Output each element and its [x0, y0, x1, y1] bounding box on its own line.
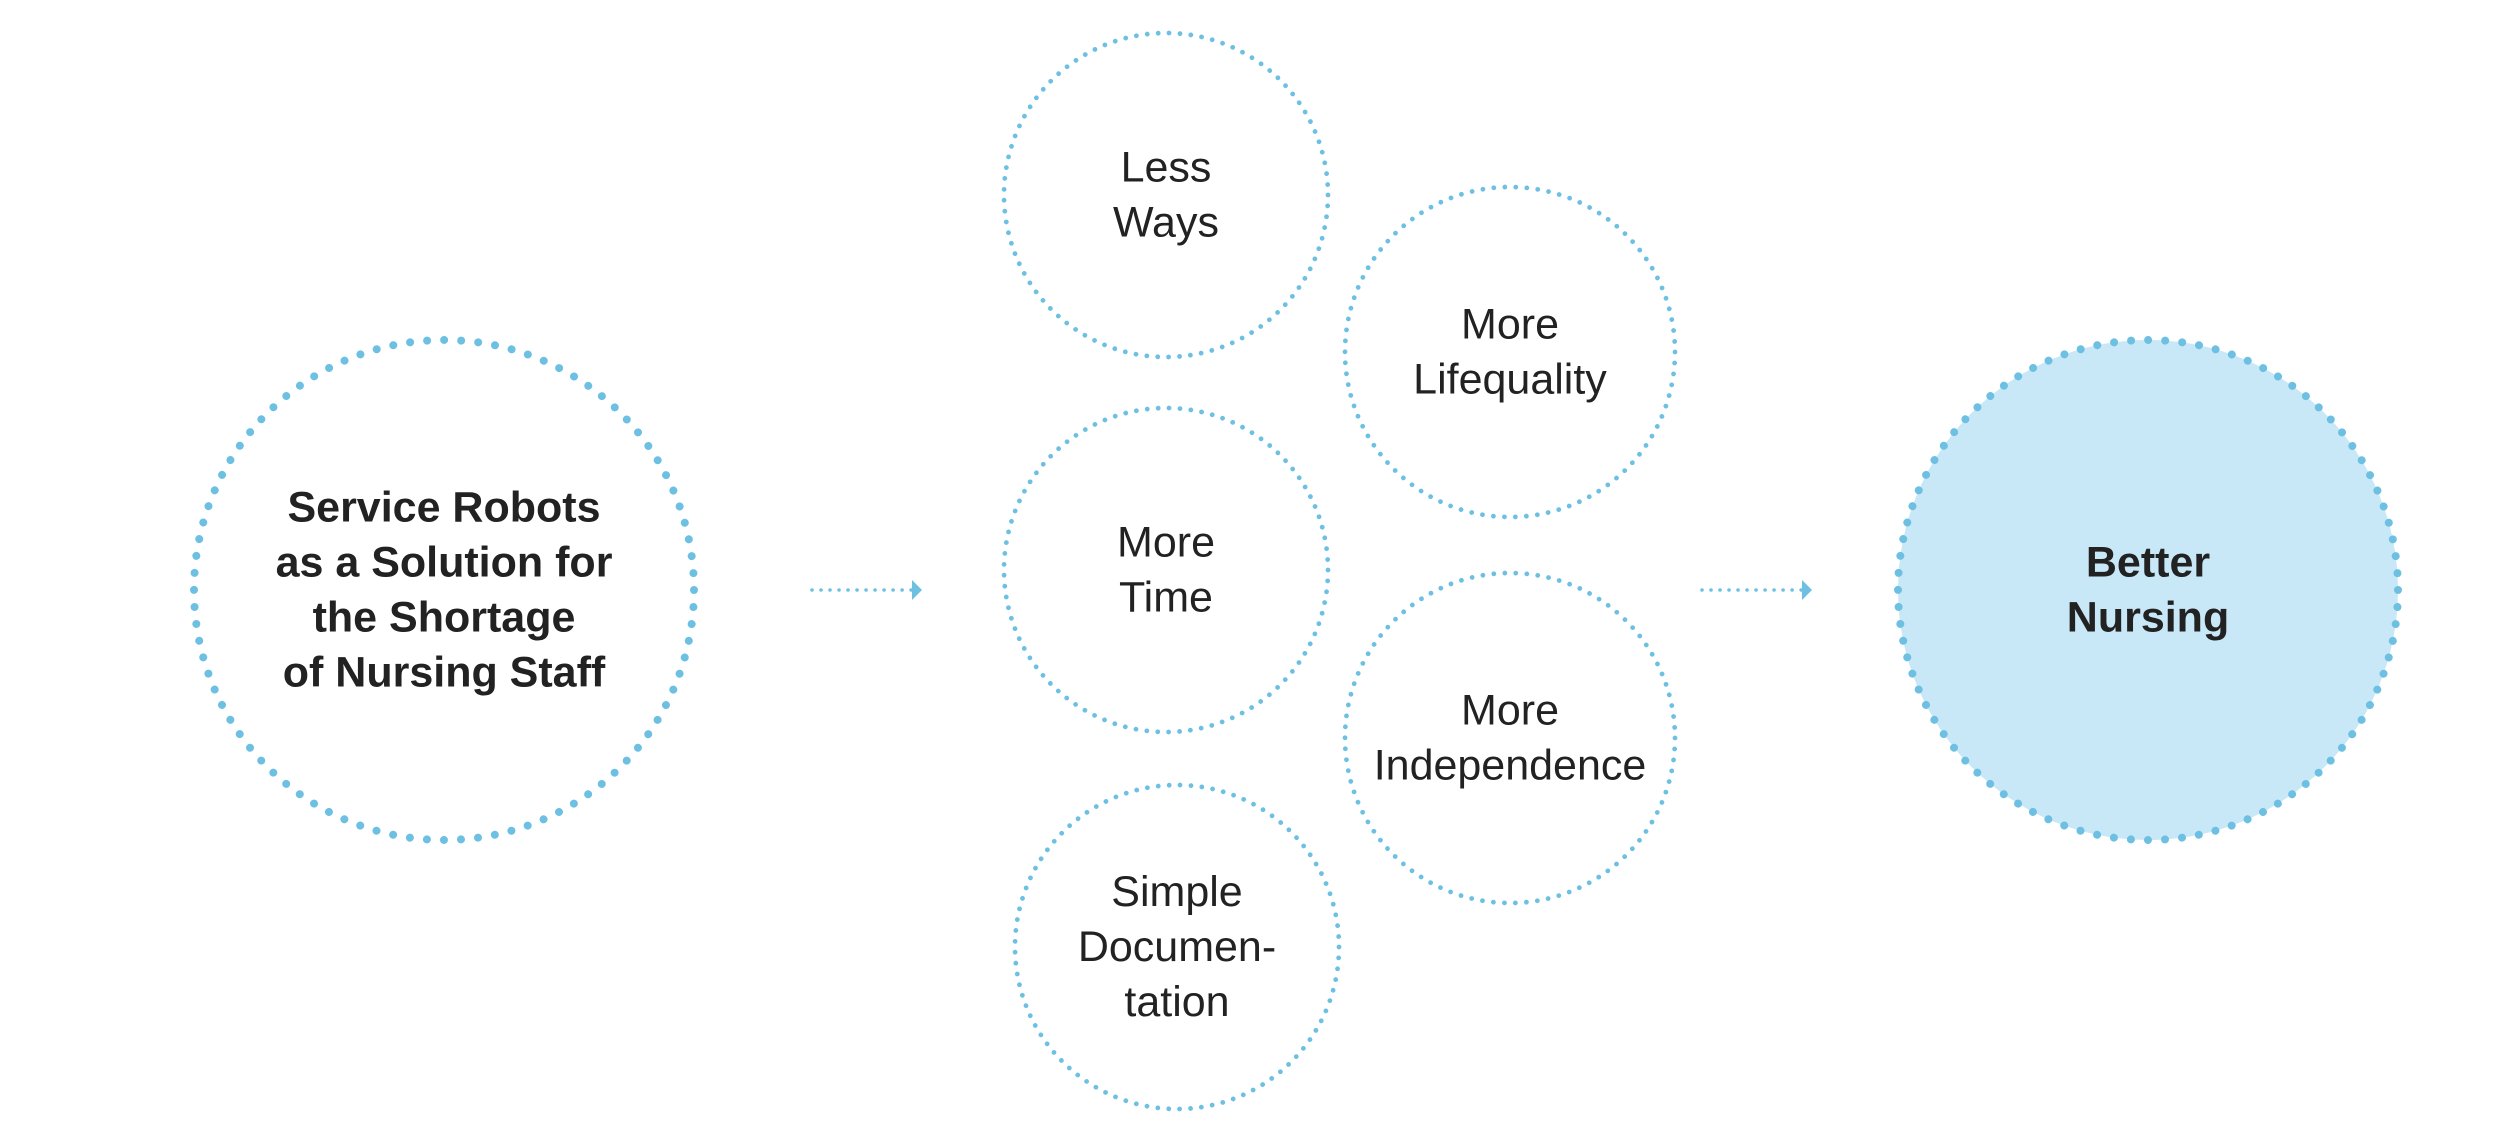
arrow-head-icon	[912, 580, 922, 600]
benefit-node-more-time-dotted-ring	[1001, 405, 1331, 735]
benefit-node-less-ways-label-line-2: Ways	[1113, 199, 1219, 247]
benefit-node-more-time-label-line-1: More	[1117, 519, 1215, 567]
benefit-node-less-ways-dotted-ring	[1001, 30, 1331, 360]
benefit-node-more-independence-dotted-ring	[1342, 570, 1678, 906]
result-node-dotted-ring	[1894, 336, 2402, 844]
benefit-node-more-lifequality-dotted-ring	[1342, 184, 1678, 520]
source-node-dotted-ring	[190, 336, 698, 844]
source-label-line-2: as a Solution for	[276, 539, 613, 587]
benefit-node-more-time-label-line-2: Time	[1119, 574, 1213, 622]
benefit-node-more-lifequality-label-line-2: Lifequality	[1413, 356, 1607, 404]
arrows-layer	[810, 580, 1812, 600]
result-node-fill	[1898, 340, 2398, 840]
benefit-node-simple-documentation-dotted-ring	[1012, 782, 1342, 1112]
benefit-node-simple-documentation-label-line-1: Simple	[1111, 868, 1242, 916]
arrow-benefits-to-result	[1700, 580, 1812, 600]
benefit-node-simple-documentation-label-line-2: Documen-	[1078, 923, 1276, 971]
benefit-node-more-lifequality-label-line-1: More	[1461, 301, 1559, 349]
benefit-node-more-independence-label-line-1: More	[1461, 687, 1559, 735]
source-node: Service Robots as a Solution for the Short…	[190, 336, 698, 844]
benefit-node-simple-documentation-label-line-3: tation	[1124, 978, 1229, 1026]
source-label-line-1: Service Robots	[287, 484, 600, 532]
result-label-line-2: Nursing	[2067, 594, 2229, 642]
result-label-line-1: Better	[2086, 539, 2211, 587]
arrow-source-to-benefits	[810, 580, 922, 600]
source-label-line-3: the Shortage	[313, 594, 576, 642]
arrow-head-icon	[1802, 580, 1812, 600]
benefit-node-less-ways-label-line-1: Less	[1121, 144, 1212, 192]
benefit-node-more-independence-label-line-2: Independence	[1374, 742, 1647, 790]
nodes-layer: Service Robots as a Solution for the Short…	[190, 30, 2402, 1112]
source-label-line-4: of Nursing Staff	[283, 649, 606, 697]
